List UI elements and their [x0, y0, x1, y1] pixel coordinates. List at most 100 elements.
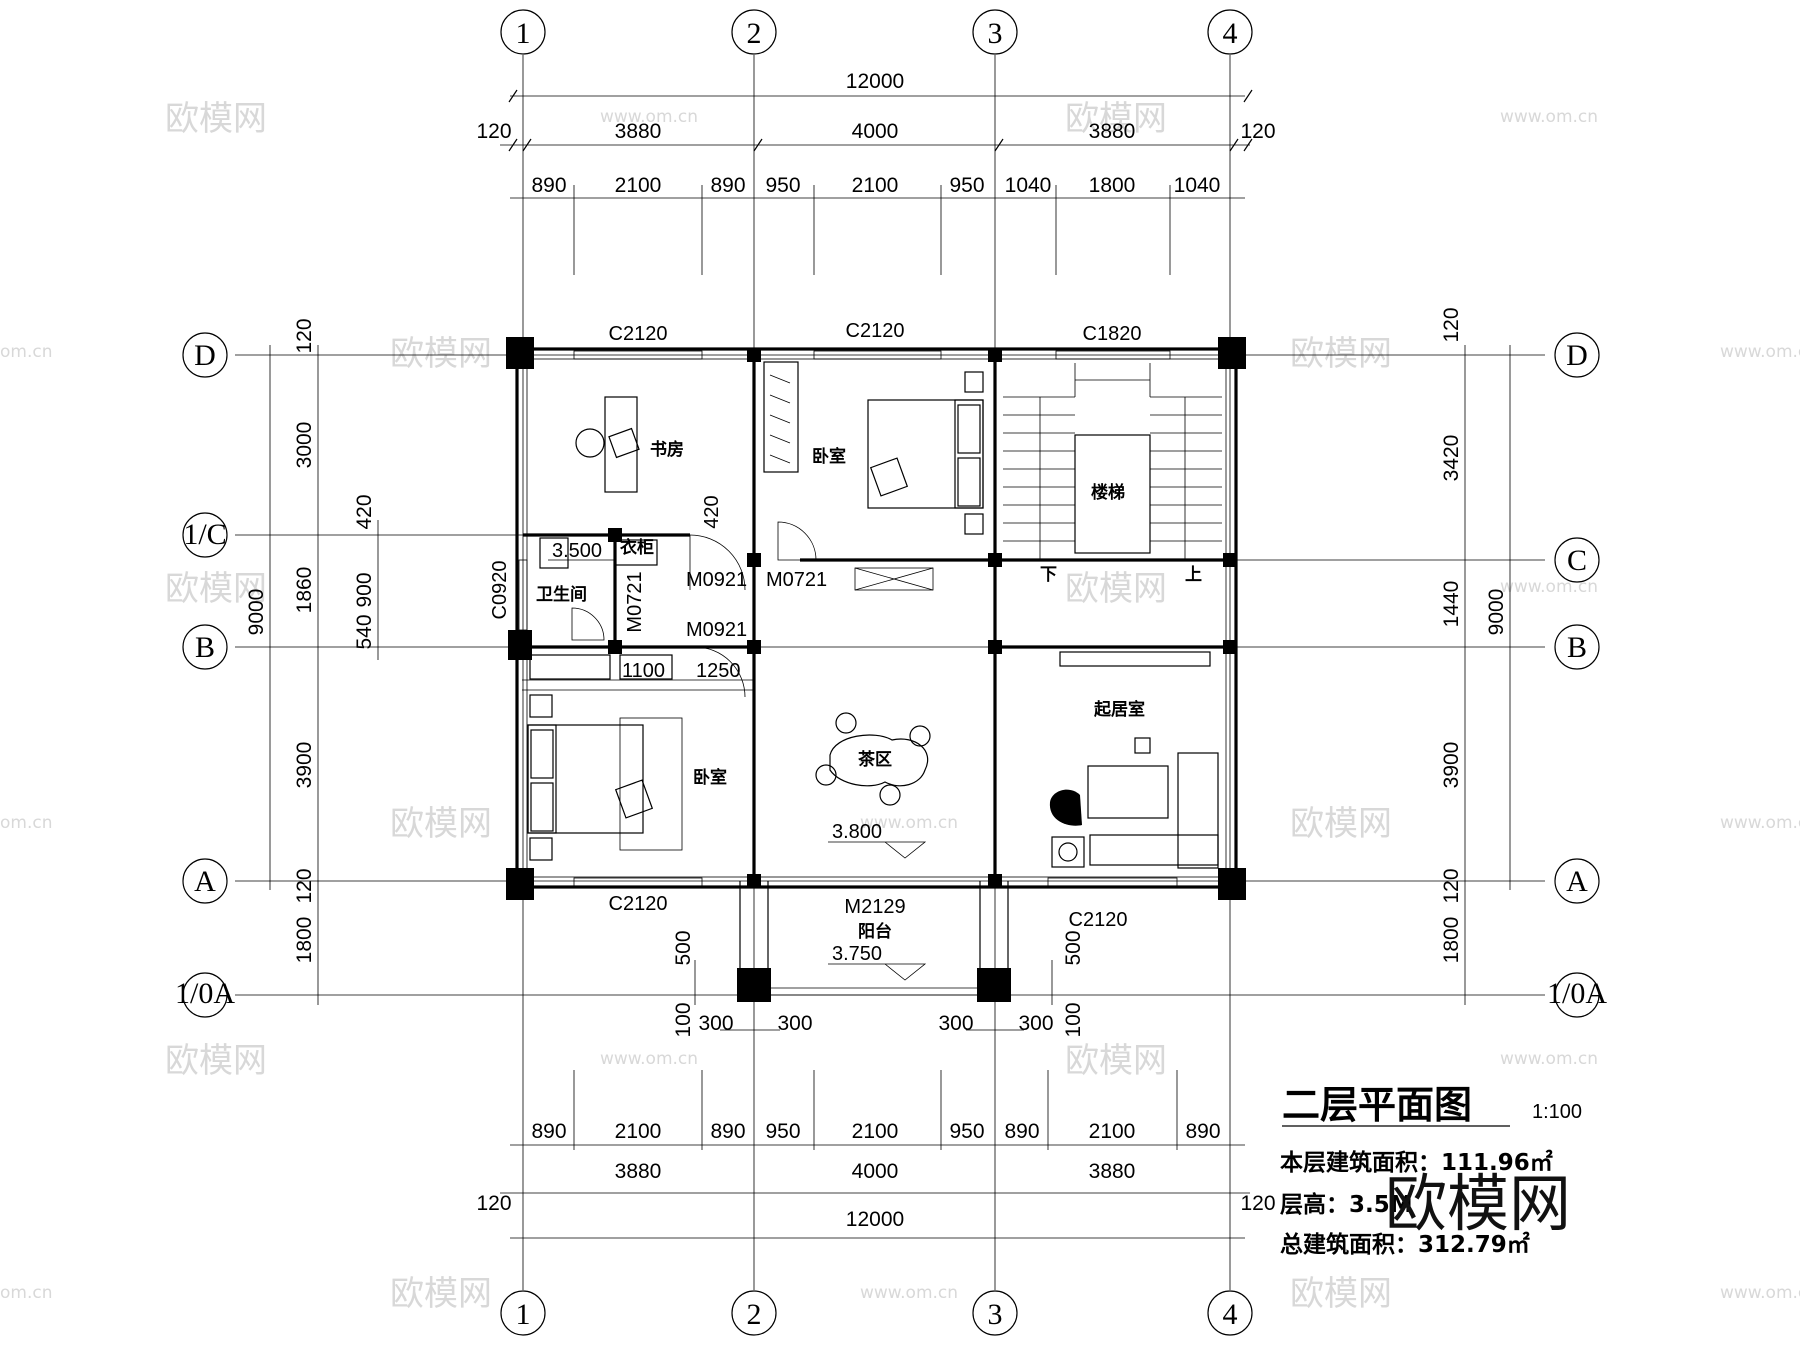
watermark-brand: 欧模网 [1065, 569, 1167, 609]
axis-label-3: 3 [988, 17, 1003, 50]
dim-left-120: 120 [293, 318, 316, 353]
dim-balcony-left-100: 100 [672, 1002, 695, 1037]
dim-right-9000: 9000 [1485, 589, 1508, 636]
axis-label-2: 2 [747, 1298, 762, 1331]
dim-bottom-120: 120 [476, 1192, 511, 1215]
tea-table [829, 734, 929, 787]
wash-basin [614, 539, 658, 566]
dim-bottom-3880: 3880 [1089, 1160, 1136, 1183]
dim-bottom-detail: 950 [949, 1120, 984, 1143]
balcony-dimensions: 500 100 300 300 500 100 300 300 [672, 930, 1085, 1037]
watermark-brand: 欧模网 [1065, 1041, 1167, 1081]
watermark-url: www.om.cn [600, 107, 698, 127]
stair-up-label: 上 [1185, 565, 1202, 585]
axis-label-A: A [1566, 865, 1588, 898]
axis-label-B: B [195, 631, 215, 664]
label-m0721-b: M0721 [624, 571, 646, 632]
dim-top-detail: 950 [765, 174, 800, 197]
dim-top-3880: 3880 [615, 120, 662, 143]
stair-down-label: 下 [1040, 565, 1057, 585]
dim-balcony-right-500: 500 [1062, 930, 1085, 965]
watermark-logo: 欧模网 [1385, 1167, 1571, 1240]
watermark-url: www.om.cn [600, 1049, 698, 1069]
level-markers: 3.500 3.800 3.750 [548, 540, 927, 981]
sofa-side [1177, 752, 1219, 869]
dim-left-1860: 1860 [293, 567, 316, 614]
dim-top-3880: 3880 [1089, 120, 1136, 143]
axis-bubbles-bottom: 1 2 3 4 [500, 1290, 1253, 1336]
dim-bottom-4000: 4000 [852, 1160, 899, 1183]
level-floor: 3.800 [832, 821, 882, 843]
room-label-stair: 楼梯 [1091, 482, 1125, 503]
dim-right-3900: 3900 [1440, 742, 1463, 789]
coffee-table [1087, 765, 1169, 819]
room-label-bathroom: 卫生间 [536, 584, 587, 605]
dim-left-540: 540 [353, 614, 376, 649]
furniture [527, 361, 1219, 869]
watermark-brand: 欧模网 [390, 1274, 492, 1314]
dim-top-detail: 2100 [852, 174, 899, 197]
toilet [539, 537, 569, 569]
axis-bubbles-top: 1 2 3 4 [500, 9, 1253, 55]
dimension-right: 120 3420 1440 3900 120 1800 9000 [1440, 307, 1511, 1005]
label-m0921-a: M0921 [686, 569, 747, 591]
bed-top [867, 399, 984, 509]
watermark-url: www.om.cn [1500, 577, 1598, 597]
dim-balcony-left-300: 300 [698, 1012, 733, 1035]
dim-bottom-detail: 890 [531, 1120, 566, 1143]
wardrobe-top [763, 361, 799, 473]
room-label-balcony: 阳台 [858, 921, 892, 942]
lounge-chair [1049, 789, 1082, 826]
room-label-living: 起居室 [1093, 699, 1145, 720]
dim-left-1800: 1800 [293, 917, 316, 964]
watermark-url: www.om.cn [860, 1283, 958, 1303]
room-label-study: 书房 [650, 439, 684, 460]
watermark-brand: 欧模网 [1290, 1274, 1392, 1314]
watermark-brand: 欧模网 [165, 99, 267, 139]
axis-label-1: 1 [516, 1298, 531, 1331]
dim-left-420: 420 [353, 494, 376, 529]
label-c1820-top-right: C1820 [1083, 323, 1142, 345]
drawing-scale: 1:100 [1532, 1101, 1582, 1123]
label-m2129: M2129 [844, 896, 905, 918]
study-desk [604, 396, 638, 493]
dim-top-detail: 950 [949, 174, 984, 197]
dim-top-4000: 4000 [852, 120, 899, 143]
axis-label-10A: 1/0A [175, 977, 235, 1010]
level-bath: 3.500 [552, 540, 602, 562]
label-m0921-b: M0921 [686, 619, 747, 641]
dim-right-120: 120 [1440, 868, 1463, 903]
watermark-layer: 欧模网 www.om.cn 欧模网 www.om.cn om.cn 欧模网 欧模… [0, 99, 1800, 1314]
drawing-title: 二层平面图 [1282, 1083, 1472, 1127]
dim-bottom-detail: 890 [1004, 1120, 1039, 1143]
total-area: 总建筑面积：312.79㎡ [1280, 1231, 1530, 1258]
watermark-brand: 欧模网 [390, 334, 492, 374]
dim-balcony-right-300: 300 [1018, 1012, 1053, 1035]
dim-balcony-right-100: 100 [1062, 1002, 1085, 1037]
dim-top-detail: 1040 [1005, 174, 1052, 197]
axis-label-D: D [1566, 339, 1588, 372]
axis-label-2: 2 [747, 17, 762, 50]
watermark-url: www.om.cn [1720, 1283, 1800, 1303]
axis-label-B: B [1567, 631, 1587, 664]
label-dim-1250: 1250 [696, 660, 741, 682]
dim-left-3000: 3000 [293, 422, 316, 469]
dim-bottom-total: 12000 [846, 1208, 904, 1231]
dim-top-total: 12000 [846, 70, 904, 93]
floor-area: 本层建筑面积：111.96㎡ [1280, 1149, 1553, 1176]
dim-bottom-detail: 2100 [1089, 1120, 1136, 1143]
room-label-bedroom-bottom: 卧室 [693, 767, 727, 788]
axis-label-D: D [194, 339, 216, 372]
dim-bottom-detail: 950 [765, 1120, 800, 1143]
watermark-url: www.om.cn [1500, 107, 1598, 127]
dim-left-120: 120 [293, 868, 316, 903]
dim-right-1440: 1440 [1440, 581, 1463, 628]
dim-balcony-left-300: 300 [777, 1012, 812, 1035]
label-c2120-bottom-right: C2120 [1069, 909, 1128, 931]
watermark-brand: 欧模网 [1065, 99, 1167, 139]
axis-label-3: 3 [988, 1298, 1003, 1331]
dim-bottom-3880: 3880 [615, 1160, 662, 1183]
sofa-main [1089, 834, 1219, 866]
dim-balcony-left-500: 500 [672, 930, 695, 965]
